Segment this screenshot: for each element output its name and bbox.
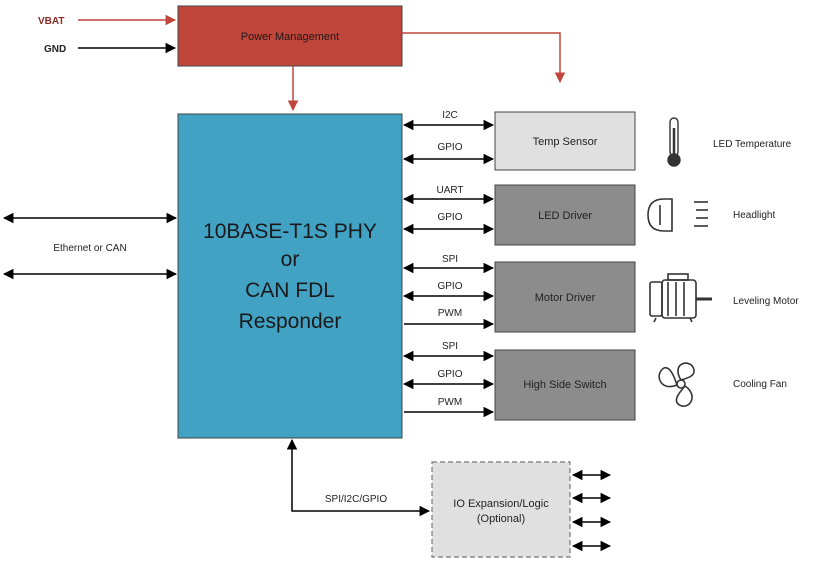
temp-sensor-box xyxy=(494,111,636,171)
led-bus-1: UART xyxy=(436,185,463,196)
led-bus-2: GPIO xyxy=(437,212,462,223)
gnd-label: GND xyxy=(44,44,66,55)
high-side-switch-box xyxy=(494,349,636,421)
io-expansion-box xyxy=(431,461,571,558)
motor-driver-label: Motor Driver xyxy=(535,292,596,304)
main-line2: or xyxy=(281,248,300,271)
motor-bus-3: PWM xyxy=(438,308,462,319)
led-temperature-label: LED Temperature xyxy=(713,139,792,150)
switch-bus-2: GPIO xyxy=(437,369,462,380)
network-label: Ethernet or CAN xyxy=(53,243,126,254)
led-driver-label: LED Driver xyxy=(538,210,592,222)
main-line3: CAN FDL xyxy=(245,279,335,302)
motor-driver-box xyxy=(494,261,636,333)
switch-bus-3: PWM xyxy=(438,397,462,408)
power-management-box xyxy=(177,5,403,67)
power-management-label: Power Management xyxy=(241,31,339,43)
fan-icon xyxy=(658,362,695,407)
temp-bus-2: GPIO xyxy=(437,142,462,153)
temp-bus-1: I2C xyxy=(442,110,458,121)
io-expansion-line2: (Optional) xyxy=(477,513,525,525)
headlight-label: Headlight xyxy=(733,210,775,221)
io-bus-label: SPI/I2C/GPIO xyxy=(325,494,387,505)
cooling-fan-label: Cooling Fan xyxy=(733,379,787,390)
main-line4: Responder xyxy=(239,310,342,333)
vbat-label: VBAT xyxy=(38,16,64,27)
high-side-switch-label: High Side Switch xyxy=(523,379,606,391)
leveling-motor-label: Leveling Motor xyxy=(733,296,799,307)
headlight-icon xyxy=(647,198,708,232)
switch-bus-1: SPI xyxy=(442,341,458,352)
temp-sensor-label: Temp Sensor xyxy=(533,136,598,148)
phy-responder-box xyxy=(177,113,403,439)
motor-icon xyxy=(649,273,712,323)
power-to-sensor-arrow xyxy=(402,32,566,84)
motor-bus-2: GPIO xyxy=(437,281,462,292)
io-expansion-line1: IO Expansion/Logic xyxy=(453,498,549,510)
led-driver-box xyxy=(494,184,636,246)
motor-bus-1: SPI xyxy=(442,254,458,265)
thermometer-icon xyxy=(667,117,681,167)
main-line1: 10BASE-T1S PHY xyxy=(203,220,377,243)
io-bus-arrow xyxy=(286,438,431,517)
